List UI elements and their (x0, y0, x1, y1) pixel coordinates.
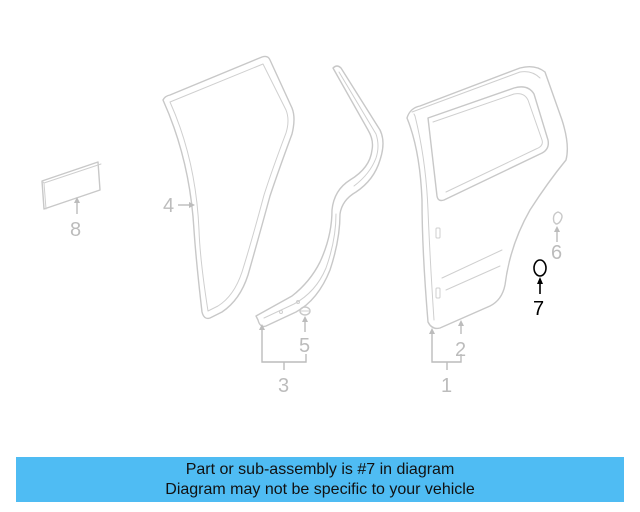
part-6-clip[interactable] (552, 211, 563, 225)
svg-text:4: 4 (163, 195, 174, 217)
part-4-weatherstrip[interactable] (162, 55, 295, 320)
svg-text:8: 8 (70, 219, 81, 241)
svg-text:7: 7 (533, 298, 544, 320)
part-7-grommet[interactable] (533, 259, 547, 277)
svg-text:1: 1 (441, 375, 452, 397)
banner-line-disclaimer: Diagram may not be specific to your vehi… (165, 480, 475, 498)
svg-text:3: 3 (278, 375, 289, 397)
callout-8[interactable]: 8 (70, 197, 81, 241)
banner-line-part-number: Part or sub-assembly is #7 in diagram (185, 460, 455, 478)
part-5-clip[interactable] (299, 306, 311, 316)
part-1-door-shell[interactable] (406, 65, 569, 330)
callout-6[interactable]: 6 (551, 226, 562, 264)
info-banner: Part or sub-assembly is #7 in diagram Di… (16, 457, 624, 502)
part-8-emblem[interactable] (41, 161, 102, 210)
callout-1-2[interactable]: 1 2 (429, 320, 466, 397)
callout-3[interactable]: 3 (259, 324, 307, 397)
svg-text:2: 2 (455, 339, 466, 361)
svg-text:5: 5 (299, 335, 310, 357)
part-3-body-weatherstrip[interactable] (255, 65, 384, 328)
callout-5[interactable]: 5 (299, 316, 310, 357)
callout-7[interactable]: 7 (533, 277, 544, 320)
callout-4[interactable]: 4 (163, 195, 195, 217)
parts-diagram: 8 4 3 5 (41, 55, 569, 397)
svg-text:6: 6 (551, 242, 562, 264)
